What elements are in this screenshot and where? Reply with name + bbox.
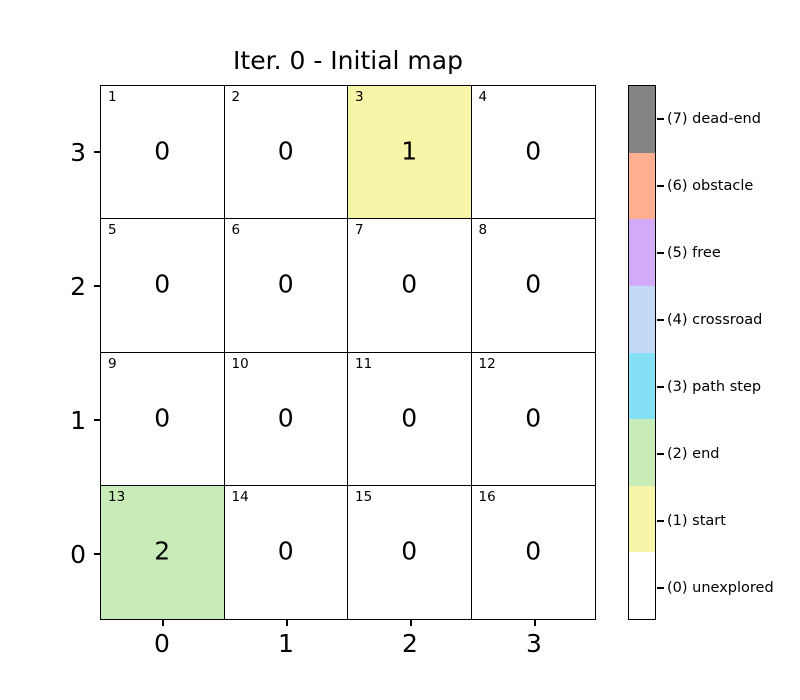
cell-index-label: 1	[108, 89, 117, 105]
grid-cell[interactable]: 8 0	[471, 219, 595, 353]
colorbar-label-unexplored: (0) unexplored	[667, 580, 774, 596]
cell-index-label: 5	[108, 222, 117, 239]
grid-cell[interactable]: 11 0	[348, 352, 472, 486]
grid-cell[interactable]: 1 0	[101, 86, 225, 220]
y-tick-label-3: 0	[70, 540, 86, 569]
cell-index-label: 4	[478, 89, 488, 105]
cell-index-label: 2	[231, 89, 241, 105]
x-tick-label-1: 1	[278, 629, 294, 658]
cell-value-label: 0	[277, 536, 294, 566]
grid-cell[interactable]: 12 0	[471, 352, 595, 486]
cell-index-label: 12	[478, 355, 496, 372]
x-tick-label-2: 2	[402, 629, 418, 658]
x-tick-mark-1	[286, 620, 288, 626]
y-tick-mark-3	[94, 553, 100, 555]
colorbar-segment-unexplored	[629, 552, 655, 619]
colorbar-label-start: (1) start	[667, 513, 726, 529]
colorbar-label-dead-end: (7) dead-end	[667, 111, 761, 127]
cell-index-label: 14	[231, 488, 249, 505]
heatmap-grid: 1 0 2 0 3 1 4 0 5 0 6 0	[100, 85, 596, 620]
colorbar-label-crossroad: (4) crossroad	[667, 312, 763, 328]
grid-cell[interactable]: 2 0	[224, 86, 348, 220]
cell-value-label: 1	[401, 136, 418, 166]
cell-index-label: 13	[108, 488, 126, 505]
cell-value-label: 0	[401, 403, 418, 433]
x-tick-mark-3	[534, 620, 536, 626]
y-tick-mark-0	[94, 151, 100, 153]
colorbar-tick-5	[657, 252, 664, 254]
chart-title: Iter. 0 - Initial map	[233, 46, 463, 75]
colorbar-label-path-step: (3) path step	[667, 379, 762, 395]
cell-index-label: 10	[231, 355, 249, 372]
y-tick-label-2: 1	[70, 406, 86, 435]
colorbar-tick-1	[657, 520, 664, 522]
grid-cell[interactable]: 7 0	[348, 219, 472, 353]
colorbar	[628, 85, 656, 620]
colorbar-segment-obstacle	[629, 152, 655, 220]
y-tick-mark-1	[94, 285, 100, 287]
colorbar-segment-start	[629, 485, 655, 553]
grid-cell[interactable]: 6 0	[224, 219, 348, 353]
colorbar-segment-path-step	[629, 352, 655, 420]
cell-value-label: 0	[154, 403, 171, 433]
colorbar-tick-3	[657, 386, 664, 388]
cell-index-label: 9	[108, 355, 117, 372]
grid-cell[interactable]: 4 0	[471, 86, 595, 220]
colorbar-segment-end	[629, 419, 655, 486]
cell-value-label: 0	[401, 536, 418, 566]
colorbar-tick-7	[657, 118, 664, 120]
colorbar-label-obstacle: (6) obstacle	[667, 178, 754, 194]
colorbar-tick-0	[657, 587, 664, 589]
cell-value-label: 0	[525, 136, 542, 166]
cell-value-label: 0	[154, 269, 171, 299]
cell-index-label: 3	[355, 89, 364, 105]
cell-index-label: 15	[355, 488, 373, 505]
cell-index-label: 16	[478, 488, 496, 505]
colorbar-label-free: (5) free	[667, 245, 721, 261]
grid-cell[interactable]: 14 0	[224, 485, 348, 619]
cell-index-label: 7	[355, 222, 364, 239]
y-tick-label-0: 3	[70, 138, 86, 167]
cell-index-label: 6	[231, 222, 241, 239]
colorbar-segment-crossroad	[629, 285, 655, 353]
grid-cell[interactable]: 10 0	[224, 352, 348, 486]
cell-value-label: 0	[277, 136, 294, 166]
grid-cell[interactable]: 3 1	[348, 86, 472, 220]
cell-value-label: 0	[525, 403, 542, 433]
cell-value-label: 0	[277, 403, 294, 433]
colorbar-tick-2	[657, 453, 664, 455]
y-tick-mark-2	[94, 419, 100, 421]
colorbar-segment-dead-end	[629, 86, 655, 153]
x-tick-label-3: 3	[526, 629, 542, 658]
cell-value-label: 0	[154, 136, 171, 166]
cell-index-label: 8	[478, 222, 488, 239]
grid-cell[interactable]: 16 0	[471, 485, 595, 619]
colorbar-tick-6	[657, 185, 664, 187]
grid-cell[interactable]: 13 2	[101, 485, 225, 619]
cell-value-label: 2	[154, 536, 171, 566]
cell-value-label: 0	[525, 269, 542, 299]
cell-value-label: 0	[401, 269, 418, 299]
x-tick-mark-0	[162, 620, 164, 626]
x-tick-mark-2	[410, 620, 412, 626]
y-tick-label-1: 2	[70, 272, 86, 301]
colorbar-label-end: (2) end	[667, 446, 720, 462]
colorbar-tick-4	[657, 319, 664, 321]
cell-value-label: 0	[525, 536, 542, 566]
x-tick-label-0: 0	[154, 629, 170, 658]
grid-cell[interactable]: 5 0	[101, 219, 225, 353]
heatmap-cells: 1 0 2 0 3 1 4 0 5 0 6 0	[101, 86, 595, 619]
grid-cell[interactable]: 9 0	[101, 352, 225, 486]
colorbar-segment-free	[629, 219, 655, 286]
grid-cell[interactable]: 15 0	[348, 485, 472, 619]
cell-value-label: 0	[277, 269, 294, 299]
cell-index-label: 11	[355, 355, 373, 372]
